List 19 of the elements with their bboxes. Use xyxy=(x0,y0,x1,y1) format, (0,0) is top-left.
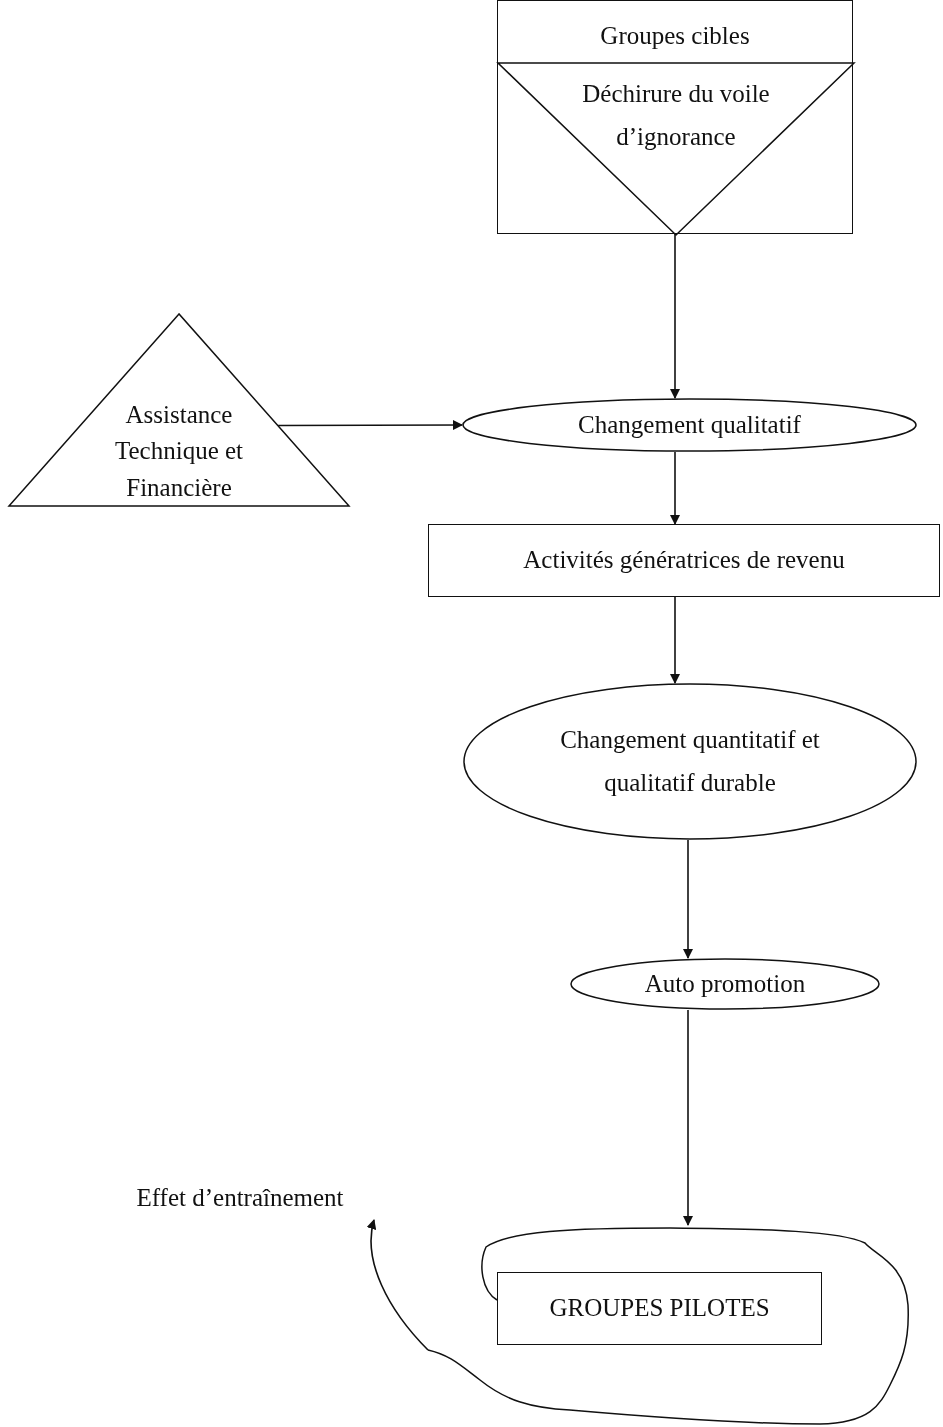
arrow xyxy=(670,233,680,399)
process-box xyxy=(497,0,853,234)
node-label: Groupes cibles xyxy=(600,21,750,51)
arrow xyxy=(670,596,680,684)
arrow xyxy=(670,451,680,525)
node-label: Assistance Technique et Financière xyxy=(113,400,245,503)
process-box xyxy=(497,1272,822,1345)
node-label: Activités génératrices de revenu xyxy=(523,545,845,576)
node-label: Déchirure du voile d’ignorance xyxy=(581,79,771,152)
arrow xyxy=(683,839,693,959)
arrow xyxy=(277,420,463,431)
node-label: Changement quantitatif et qualitatif durable xyxy=(559,725,821,798)
arrow xyxy=(683,1009,693,1226)
process-box xyxy=(428,524,940,597)
node-label: Auto promotion xyxy=(644,968,806,999)
annotation-text: Effet d’entraînement xyxy=(136,1182,344,1213)
node-label: GROUPES PILOTES xyxy=(549,1293,770,1324)
arrow xyxy=(367,1219,429,1351)
node-label: Changement qualitatif xyxy=(578,409,801,440)
